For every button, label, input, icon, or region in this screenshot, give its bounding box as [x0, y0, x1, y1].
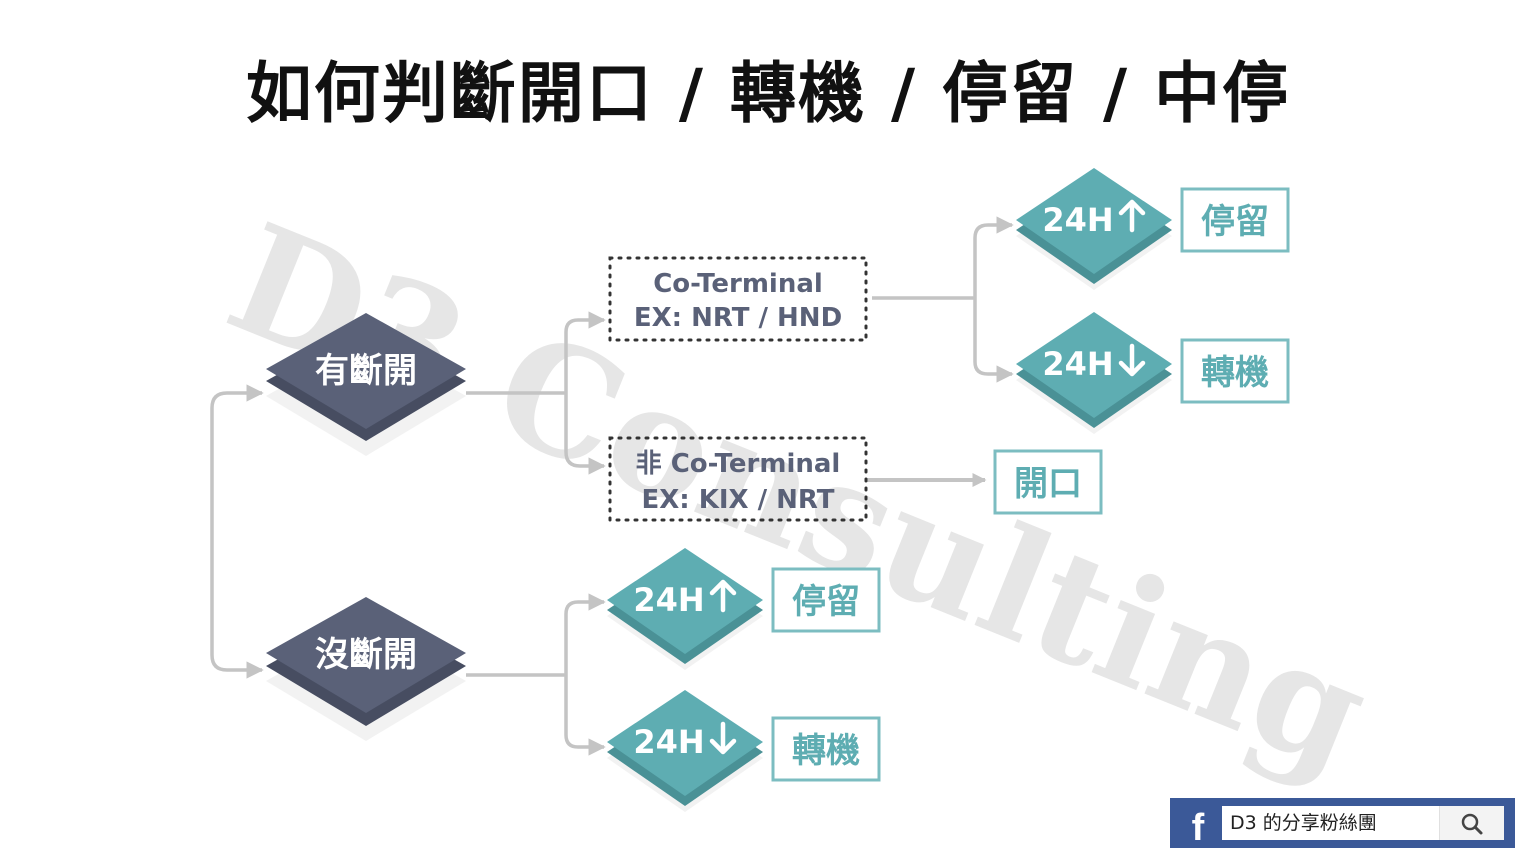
time-label: 24H [633, 723, 704, 761]
non-co-terminal-line2: EX: KIX / NRT [641, 485, 834, 515]
result-bottom-stopover: 停留 [771, 567, 881, 633]
result-label: 停留 [1201, 202, 1269, 242]
facebook-search-input[interactable]: D3 的分享粉絲團 [1222, 806, 1504, 840]
result-label: 開口 [1014, 464, 1082, 504]
arrow-down-icon [1118, 343, 1146, 377]
connector-to-top-under-24h [973, 298, 1014, 383]
facebook-search-bar[interactable]: f D3 的分享粉絲團 [1170, 798, 1515, 849]
facebook-icon[interactable]: f [1191, 807, 1205, 849]
time-label: 24H [1042, 201, 1113, 239]
non-co-terminal-box: 非 Co-Terminal EX: KIX / NRT [608, 436, 868, 522]
no-break-label: 沒斷開 [315, 635, 417, 675]
facebook-search-text: D3 的分享粉絲團 [1230, 812, 1377, 834]
search-button[interactable] [1439, 806, 1504, 840]
time-label: 24H [633, 581, 704, 619]
result-bottom-transfer: 轉機 [771, 716, 881, 782]
time-node-bottom-under-24h: 24H [607, 690, 763, 812]
connector-to-bottom-under-24h [564, 675, 606, 756]
arrow-down-icon [709, 721, 737, 755]
time-node-top-under-24h: 24H [1016, 312, 1172, 434]
time-node-top-over-24h: 24H [1016, 168, 1172, 290]
result-label: 轉機 [1201, 353, 1269, 393]
time-label: 24H [1042, 345, 1113, 383]
result-top-transfer: 轉機 [1180, 338, 1290, 404]
result-top-stopover: 停留 [1180, 187, 1290, 253]
connector-to-co-terminal [564, 311, 606, 393]
result-open-jaw: 開口 [993, 449, 1103, 515]
time-node-bottom-over-24h: 24H [607, 548, 763, 670]
co-terminal-line1: Co-Terminal [653, 269, 823, 299]
non-co-terminal-line1: 非 Co-Terminal [636, 449, 841, 479]
co-terminal-box: Co-Terminal EX: NRT / HND [608, 256, 868, 342]
search-icon [1461, 813, 1483, 835]
has-break-label: 有斷開 [315, 351, 417, 391]
arrow-up-icon [709, 579, 737, 613]
connector-start-to-no-break [210, 530, 264, 679]
arrow-up-icon [1118, 199, 1146, 233]
co-terminal-line2: EX: NRT / HND [634, 303, 842, 333]
connector-to-top-over-24h [973, 216, 1014, 298]
decision-has-break: 有斷開 [266, 313, 466, 456]
result-label: 停留 [792, 582, 860, 622]
page-title: 如何判斷開口 / 轉機 / 停留 / 中停 [245, 55, 1291, 132]
connector-start-to-has-break [210, 384, 264, 530]
connector-to-non-co-terminal [564, 393, 606, 475]
connector-to-bottom-over-24h [564, 593, 606, 675]
connector-lines [210, 216, 1014, 756]
result-label: 轉機 [792, 731, 860, 771]
decision-no-break: 沒斷開 [266, 597, 466, 741]
